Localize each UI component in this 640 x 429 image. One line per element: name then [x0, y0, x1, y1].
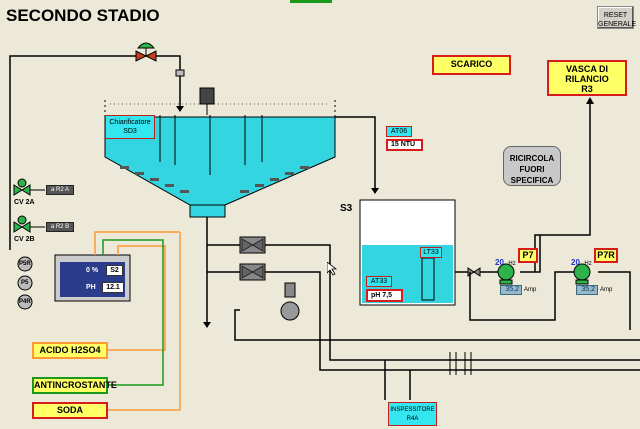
page-title: SECONDO STADIO — [6, 6, 160, 25]
chiarificatore-label[interactable]: Chiarificatore SD3 — [105, 115, 155, 139]
sludge-pump-2[interactable] — [239, 263, 266, 281]
ricircola-line3: SPECIFICA — [510, 176, 554, 185]
return-line — [234, 309, 640, 341]
p7-tag[interactable]: P7 — [518, 248, 538, 263]
p7r-tag[interactable]: P7R — [594, 248, 618, 263]
p7-current-unit: Amp — [524, 287, 537, 293]
inlet-control-valve — [135, 42, 157, 62]
pump-bypass — [469, 271, 574, 321]
scarico-box[interactable]: SCARICO — [432, 55, 511, 75]
dosing-ph-label: PH — [86, 284, 96, 291]
dosing-percent: 0 % — [86, 267, 98, 274]
thickener-line2: R4A — [406, 416, 419, 422]
return-pump[interactable] — [280, 282, 300, 321]
p7-current: 35,2 — [500, 285, 522, 295]
thickener-line1: INSPESSITORE — [390, 407, 435, 413]
flow-arrow — [203, 322, 211, 328]
flow-arrow — [371, 188, 379, 194]
cv-2a[interactable] — [13, 178, 31, 196]
reset-generale-button[interactable]: RESET GENERALE — [597, 6, 637, 29]
sludge-line — [265, 244, 640, 361]
flow-arrow — [176, 106, 184, 112]
dosing-percent-unit: % — [91, 267, 99, 274]
top-indicator — [290, 0, 332, 3]
s3-label: S3 — [340, 203, 353, 214]
dosing-pump-p5r[interactable]: P5R — [19, 261, 31, 267]
dosing-percent-value: 0 — [86, 267, 90, 274]
reset-button-line2: GENERALE — [598, 21, 637, 28]
chiarificatore-name: Chiarificatore — [109, 119, 151, 126]
lt33-tag[interactable]: LT33 — [420, 247, 442, 258]
soda-line — [108, 232, 181, 411]
vasca-rilancio-box[interactable]: VASCA DI RILANCIO R3 — [547, 60, 627, 96]
acid-line — [108, 245, 166, 351]
sludge-line — [265, 271, 640, 371]
acid-tank[interactable]: ACIDO H2SO4 — [32, 342, 108, 359]
chiarificatore-tag: SD3 — [123, 128, 137, 135]
vasca-line1: VASCA DI — [565, 64, 608, 74]
p7-speed: 20 Hz — [495, 252, 516, 270]
pump-p7r[interactable] — [573, 263, 591, 285]
p7-speed-value: 20 — [495, 258, 504, 267]
cv2a-label: CV 2A — [14, 199, 35, 206]
antiscale-tank[interactable]: ANTINCROSTANTE — [32, 377, 117, 394]
reset-button-line1: RESET — [603, 12, 628, 19]
check-valve — [473, 267, 481, 277]
r2a-dest: a R2 A — [46, 185, 74, 195]
riser-pipe — [534, 100, 591, 272]
r2b-dest: a R2 B — [46, 222, 74, 232]
p7r-speed-unit: Hz — [584, 261, 592, 267]
agitator-motor — [199, 87, 215, 105]
ricircola-line2: FUORI — [519, 165, 545, 174]
dosing-ph-value: 12.1 — [102, 282, 124, 293]
pipe-breaks — [449, 352, 472, 375]
pump-p7[interactable] — [497, 263, 515, 285]
clarifier-sump — [189, 204, 226, 218]
pump-discharge — [520, 235, 541, 273]
sludge-pump-1[interactable] — [239, 236, 266, 254]
vasca-line2: RILANCIO — [565, 74, 609, 84]
antiscale-line — [102, 239, 164, 386]
thickener-box[interactable]: INSPESSITORE R4A — [388, 402, 437, 426]
inlet-valve — [175, 69, 185, 77]
ricircola-line1: RICIRCOLA — [509, 154, 555, 163]
overflow-pipe — [335, 116, 376, 192]
p7r-current: 35,2 — [576, 285, 598, 295]
soda-tank[interactable]: SODA — [32, 402, 108, 419]
cv2b-label: CV 2B — [14, 236, 35, 243]
dosing-pump-p4r[interactable]: P4R — [19, 299, 31, 305]
at06-tag[interactable]: AT06 — [386, 126, 412, 137]
ricircola-button[interactable]: RICIRCOLA FUORI SPECIFICA — [503, 146, 561, 186]
p7r-current-unit: Amp — [600, 287, 613, 293]
p7r-speed: 20 Hz — [571, 252, 592, 270]
at33-tag[interactable]: AT33 — [366, 276, 392, 287]
pump-discharge — [598, 271, 631, 330]
vasca-line3: R3 — [581, 84, 593, 94]
turbidity-value: 15 NTU — [386, 139, 423, 151]
soda-line — [94, 231, 180, 255]
mouse-cursor-icon — [327, 262, 337, 276]
flow-arrow — [586, 97, 594, 104]
dosing-pumps — [17, 256, 33, 310]
dosing-pump-p5[interactable]: P5 — [21, 280, 29, 286]
cv-2b[interactable] — [13, 215, 31, 233]
s2-tag[interactable]: S2 — [106, 265, 123, 276]
scraper-blades — [120, 166, 309, 193]
p7-speed-unit: Hz — [508, 261, 516, 267]
level-bar — [421, 257, 435, 301]
p7r-speed-value: 20 — [571, 258, 580, 267]
ph-value: pH 7,5 — [366, 289, 403, 302]
